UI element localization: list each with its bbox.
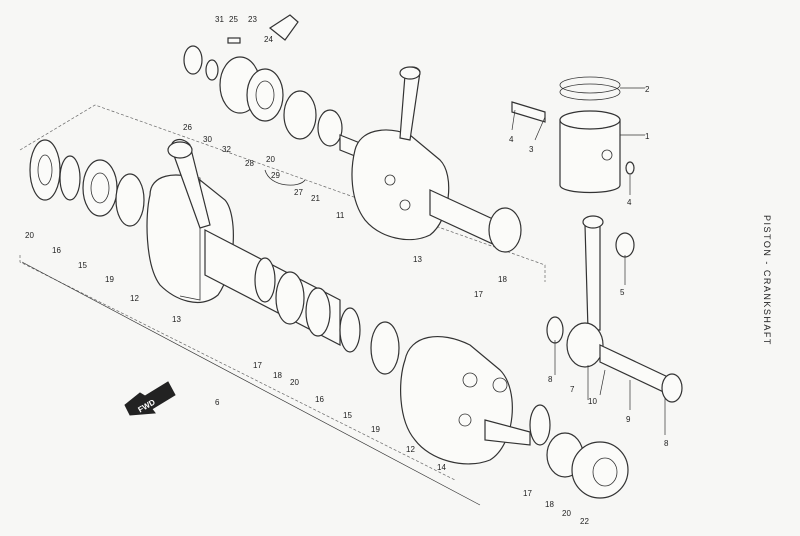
piston-pin bbox=[511, 101, 546, 123]
section-title: PISTON - CRANKSHAFT bbox=[762, 215, 788, 346]
oil-seal bbox=[183, 45, 203, 75]
connecting-rod bbox=[584, 216, 601, 331]
washer bbox=[205, 59, 219, 81]
callout-labels: 1 2 3 4 4 5 6 7 8 8 9 10 11 12 12 13 13 … bbox=[25, 15, 669, 526]
crank-pin bbox=[599, 344, 671, 396]
circlip bbox=[625, 161, 635, 175]
section-title-text: PISTON - CRANKSHAFT bbox=[762, 215, 772, 346]
left-crankshaft-assembly bbox=[29, 138, 629, 499]
shaft-end bbox=[484, 419, 531, 446]
callout: 7 bbox=[570, 385, 575, 394]
rod-big-end bbox=[566, 322, 604, 368]
washer bbox=[254, 257, 276, 303]
washer bbox=[529, 404, 551, 446]
gear bbox=[246, 68, 284, 122]
callout: 19 bbox=[371, 425, 380, 434]
crank-web bbox=[400, 336, 513, 465]
callout: 20 bbox=[562, 509, 571, 518]
callout: 12 bbox=[130, 294, 139, 303]
washer bbox=[661, 373, 683, 403]
oil-seal bbox=[29, 139, 61, 201]
crank-web bbox=[351, 129, 450, 241]
callout: 15 bbox=[78, 261, 87, 270]
callout: 13 bbox=[413, 255, 422, 264]
callout: 29 bbox=[271, 171, 280, 180]
bearing bbox=[115, 173, 145, 227]
piston-ring bbox=[559, 76, 621, 94]
spacer bbox=[339, 307, 361, 353]
callout: 18 bbox=[545, 500, 554, 509]
rod-small-end bbox=[399, 66, 421, 80]
callout: 17 bbox=[474, 290, 483, 299]
callout: 30 bbox=[203, 135, 212, 144]
callout: 28 bbox=[245, 159, 254, 168]
bearing bbox=[283, 90, 317, 140]
callout: 32 bbox=[222, 145, 231, 154]
callout: 16 bbox=[315, 395, 324, 404]
bearing bbox=[275, 271, 305, 325]
oil-seal bbox=[571, 441, 629, 499]
callout: 20 bbox=[266, 155, 275, 164]
assembly-outline bbox=[19, 104, 546, 282]
callout: 25 bbox=[229, 15, 238, 24]
spacer bbox=[59, 155, 81, 201]
callout: 12 bbox=[406, 445, 415, 454]
callout: 14 bbox=[437, 463, 446, 472]
callout: 21 bbox=[311, 194, 320, 203]
callout: 22 bbox=[580, 517, 589, 526]
callout: 18 bbox=[273, 371, 282, 380]
piston-group bbox=[511, 76, 635, 194]
crank-shaft bbox=[429, 189, 496, 246]
callout: 19 bbox=[105, 275, 114, 284]
callout: 10 bbox=[588, 397, 597, 406]
callout: 23 bbox=[248, 15, 257, 24]
callout: 27 bbox=[294, 188, 303, 197]
needle-bearing bbox=[615, 232, 635, 258]
fwd-arrow: FWD bbox=[124, 381, 176, 416]
right-crankshaft-assembly bbox=[183, 14, 522, 253]
callout: 3 bbox=[529, 145, 534, 154]
callout: 16 bbox=[52, 246, 61, 255]
callout: 11 bbox=[336, 211, 345, 220]
callout: 17 bbox=[523, 489, 532, 498]
circlip bbox=[264, 169, 306, 186]
callout: 26 bbox=[183, 123, 192, 132]
leader-lines bbox=[511, 87, 666, 435]
callout: 24 bbox=[264, 35, 273, 44]
callout: 20 bbox=[25, 231, 34, 240]
connecting-rod-detail bbox=[546, 215, 683, 403]
callout: 18 bbox=[498, 275, 507, 284]
piston bbox=[559, 119, 621, 194]
rod-small-end bbox=[167, 141, 193, 159]
key-plate bbox=[268, 14, 299, 41]
bearing bbox=[305, 287, 331, 337]
callout: 6 bbox=[215, 398, 220, 407]
callout: 17 bbox=[253, 361, 262, 370]
lead-line bbox=[21, 261, 481, 506]
assembly-outline bbox=[19, 255, 456, 481]
callout: 9 bbox=[626, 415, 631, 424]
callout: 8 bbox=[664, 439, 669, 448]
callout: 1 bbox=[645, 132, 650, 141]
pin bbox=[227, 37, 241, 44]
bearing bbox=[370, 321, 400, 375]
oil-seal bbox=[488, 207, 522, 253]
callout: 20 bbox=[290, 378, 299, 387]
piston-ring bbox=[559, 83, 621, 101]
bearing bbox=[82, 159, 118, 217]
callout: 2 bbox=[645, 85, 650, 94]
callout: 15 bbox=[343, 411, 352, 420]
callout: 4 bbox=[509, 135, 514, 144]
washer bbox=[546, 316, 564, 344]
callout: 31 bbox=[215, 15, 224, 24]
callout: 4 bbox=[627, 198, 632, 207]
callout: 8 bbox=[548, 375, 553, 384]
callout: 5 bbox=[620, 288, 625, 297]
callout: 13 bbox=[172, 315, 181, 324]
spacer bbox=[317, 109, 343, 147]
